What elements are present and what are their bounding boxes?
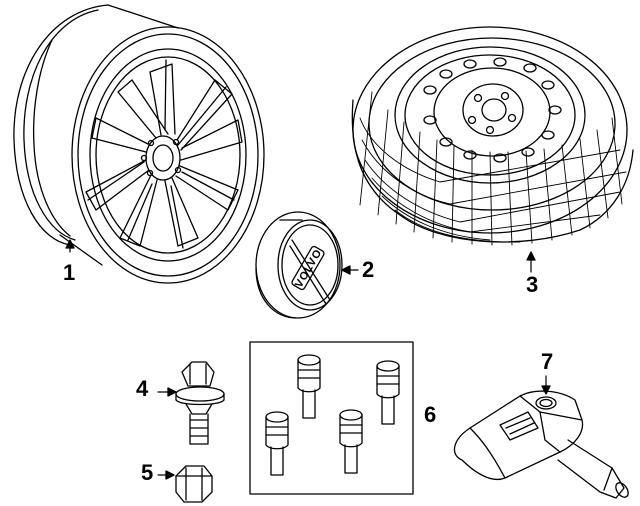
bolt-cover (157, 465, 213, 503)
callout-7-tpms-sensor: 7 (541, 349, 554, 374)
callout-4-lug-bolt: 4 (136, 376, 149, 401)
lug-bolt (157, 361, 225, 445)
callout-6-lock-bolt-set: 6 (424, 402, 437, 427)
lock-bolt-set (249, 341, 414, 495)
alloy-wheel (13, 4, 265, 284)
callout-5-bolt-cover: 5 (141, 460, 154, 485)
callout-1-wheel: 1 (63, 260, 76, 285)
tpms-sensor (453, 375, 629, 499)
callout-2-center-cap: 2 (362, 257, 375, 282)
callout-3-spare-tire: 3 (526, 272, 539, 297)
center-cap: VOLVO (255, 211, 359, 319)
spare-tire (351, 26, 634, 273)
